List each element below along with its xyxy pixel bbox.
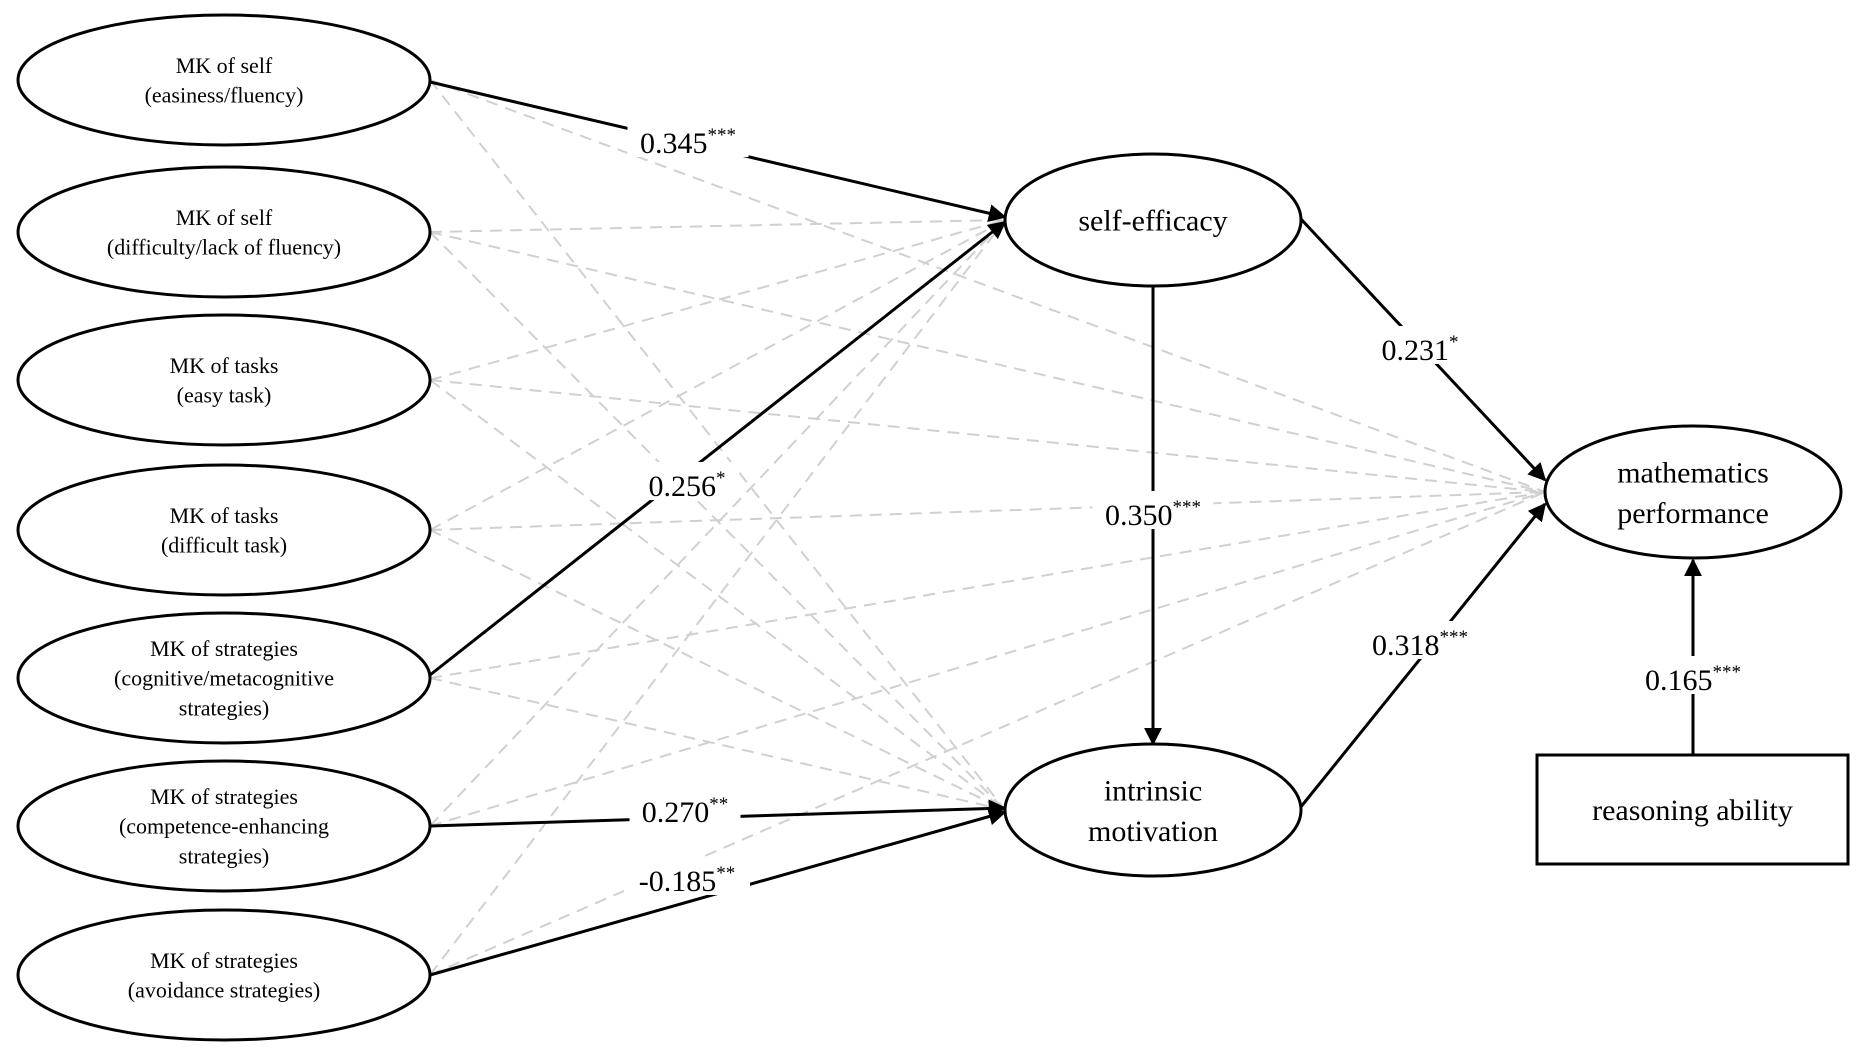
nodes: MK of self (easiness/fluency) MK of self (d… [16,13,1850,1042]
node-mk-tasks-easy: MK of tasks (easy task) [16,313,432,447]
coefficient-labels: 0.345***0.256*0.270**-0.185**0.350***0.2… [624,119,1754,898]
path-coefficient-label: 0.256* [649,468,726,503]
nonsignificant-path-mk-strat-avoidance-to-self-efficacy [429,219,1006,976]
node-intrinsic-motivation: intrinsic motivation [1003,742,1303,878]
node-label-line: (competence-enhancing [119,814,329,839]
path-coefficient-label: -0.185** [639,863,736,898]
coefficient-label-background [624,857,750,895]
nonsignificant-path-mk-tasks-difficult-to-intrinsic-motivation [429,529,1006,811]
node-label-line: reasoning ability [1592,794,1793,827]
significance-stars: * [1449,332,1459,353]
node-label-line: motivation [1088,815,1218,848]
node-shape [1003,742,1303,878]
node-mk-tasks-difficult: MK of tasks (difficult task) [16,463,432,597]
node-label-line: (easiness/fluency) [145,83,304,108]
path-coefficient-label: 0.345*** [640,125,736,160]
node-shape [16,759,432,893]
node-math-performance: mathematics performance [1543,424,1843,560]
node-label-line: (difficult task) [161,533,287,558]
node-label-line: intrinsic [1104,774,1202,807]
node-label-line: MK of strategies [150,948,298,973]
coefficient-value: 0.318 [1372,629,1440,662]
node-shape [1003,152,1303,288]
node-label-line: MK of strategies [150,784,298,809]
node-mk-strat-cognitive: MK of strategies (cognitive/metacognitive… [16,611,432,745]
node-label-line: MK of strategies [150,636,298,661]
nonsignificant-path-mk-strat-cognitive-to-intrinsic-motivation [429,677,1006,811]
significance-stars: *** [1713,662,1742,683]
node-shape [16,908,432,1042]
node-label-line: performance [1617,497,1769,530]
path-coefficient-label: 0.231* [1382,332,1459,367]
coefficient-label-background [1632,656,1754,694]
node-shape [1543,424,1843,560]
coefficient-label-background [1369,326,1471,364]
node-mk-self-difficulty: MK of self (difficulty/lack of fluency) [16,165,432,299]
path-coefficient-label: 0.165*** [1645,662,1741,697]
significance-stars: *** [1173,497,1202,518]
node-label-line: strategies) [179,695,269,720]
node-shape [16,165,432,299]
node-label-line: strategies) [179,843,269,868]
coefficient-value: 0.256 [649,470,717,503]
nonsignificant-paths [429,79,1546,976]
node-shape [1535,753,1850,866]
coefficient-value: 0.345 [640,127,708,160]
node-label-line: (easy task) [177,383,272,408]
coefficient-label-background [636,462,738,500]
path-coefficient-label: 0.318*** [1372,627,1468,662]
significance-stars: ** [716,863,735,884]
nonsignificant-path-mk-tasks-easy-to-math-performance [429,379,1546,493]
node-label-line: (cognitive/metacognitive [114,666,334,691]
node-self-efficacy: self-efficacy [1003,152,1303,288]
node-label-line: mathematics [1617,456,1769,489]
significance-stars: *** [1440,627,1469,648]
node-label-line: (difficulty/lack of fluency) [107,235,341,260]
node-shape [16,463,432,597]
node-reasoning-ability: reasoning ability [1535,753,1850,866]
nonsignificant-path-mk-strat-cognitive-to-math-performance [429,491,1546,679]
significance-stars: * [716,468,726,489]
coefficient-label-background [629,788,741,826]
nonsignificant-path-mk-self-difficulty-to-self-efficacy [429,219,1006,233]
significance-stars: *** [708,125,737,146]
node-mk-self-easiness: MK of self (easiness/fluency) [16,13,432,147]
coefficient-value: 0.270 [642,796,710,829]
nonsignificant-path-mk-tasks-difficult-to-self-efficacy [429,219,1006,531]
node-mk-strat-avoidance: MK of strategies (avoidance strategies) [16,908,432,1042]
coefficient-label-background [627,119,749,157]
nonsignificant-path-mk-tasks-easy-to-self-efficacy [429,219,1006,381]
nonsignificant-path-mk-strat-competence-to-math-performance [429,491,1546,827]
coefficient-label-background [1092,491,1214,529]
nonsignificant-path-mk-self-difficulty-to-math-performance [429,231,1546,493]
path-coefficient-label: 0.270** [642,794,729,829]
nonsignificant-path-mk-self-easiness-to-intrinsic-motivation [429,79,1006,811]
node-mk-strat-competence: MK of strategies (competence-enhancing str… [16,759,432,893]
node-label-line: (avoidance strategies) [128,978,320,1003]
coefficient-value: 0.231 [1382,334,1450,367]
path-coefficient-label: 0.350*** [1105,497,1201,532]
node-label-line: MK of self [176,53,273,78]
nonsignificant-path-mk-tasks-difficult-to-math-performance [429,491,1546,531]
node-shape [16,313,432,447]
significant-path-mk-strat-cognitive-to-self-efficacy [429,220,1007,677]
node-shape [16,611,432,745]
node-label-line: MK of tasks [170,503,279,528]
nonsignificant-path-mk-strat-competence-to-self-efficacy [429,219,1006,827]
node-label-line: MK of self [176,205,273,230]
coefficient-label-background [1359,621,1481,659]
nonsignificant-path-mk-self-easiness-to-math-performance [429,79,1546,493]
node-shape [16,13,432,147]
significance-stars: ** [709,794,728,815]
coefficient-value: -0.185 [639,865,717,898]
node-label-line: self-efficacy [1078,205,1227,238]
coefficient-value: 0.350 [1105,499,1173,532]
node-label-line: MK of tasks [170,353,279,378]
coefficient-value: 0.165 [1645,664,1713,697]
nonsignificant-path-mk-strat-avoidance-to-math-performance [429,491,1546,976]
